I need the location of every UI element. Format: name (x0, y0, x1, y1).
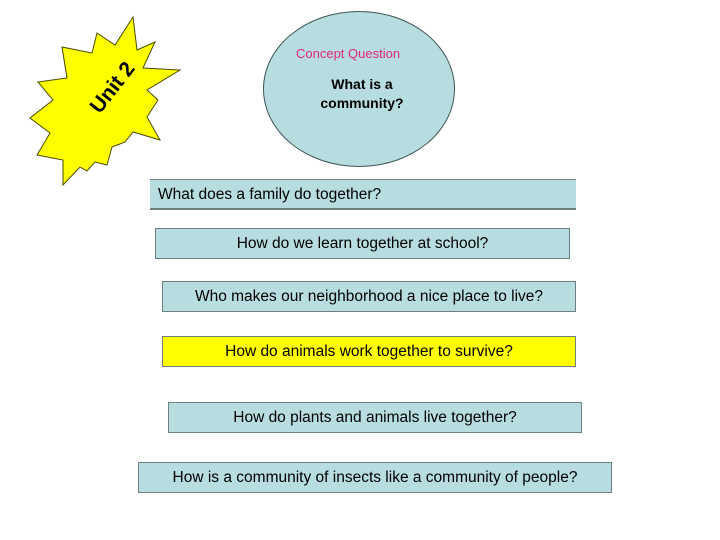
concept-question-label: Concept Question (296, 46, 401, 61)
question-box-neighborhood: Who makes our neighborhood a nice place … (162, 281, 576, 312)
question-box-animals: How do animals work together to survive? (162, 336, 576, 367)
unit-badge: Unit 2 (0, 0, 200, 200)
question-box-school: How do we learn together at school? (155, 228, 570, 259)
concept-question-bubble (263, 11, 455, 167)
question-box-plants-animals: How do plants and animals live together? (168, 402, 582, 433)
concept-question-text: What is a community? (320, 76, 404, 111)
question-box-family: What does a family do together? (150, 179, 576, 210)
question-box-insects: How is a community of insects like a com… (138, 462, 612, 493)
starburst-icon (29, 15, 182, 187)
